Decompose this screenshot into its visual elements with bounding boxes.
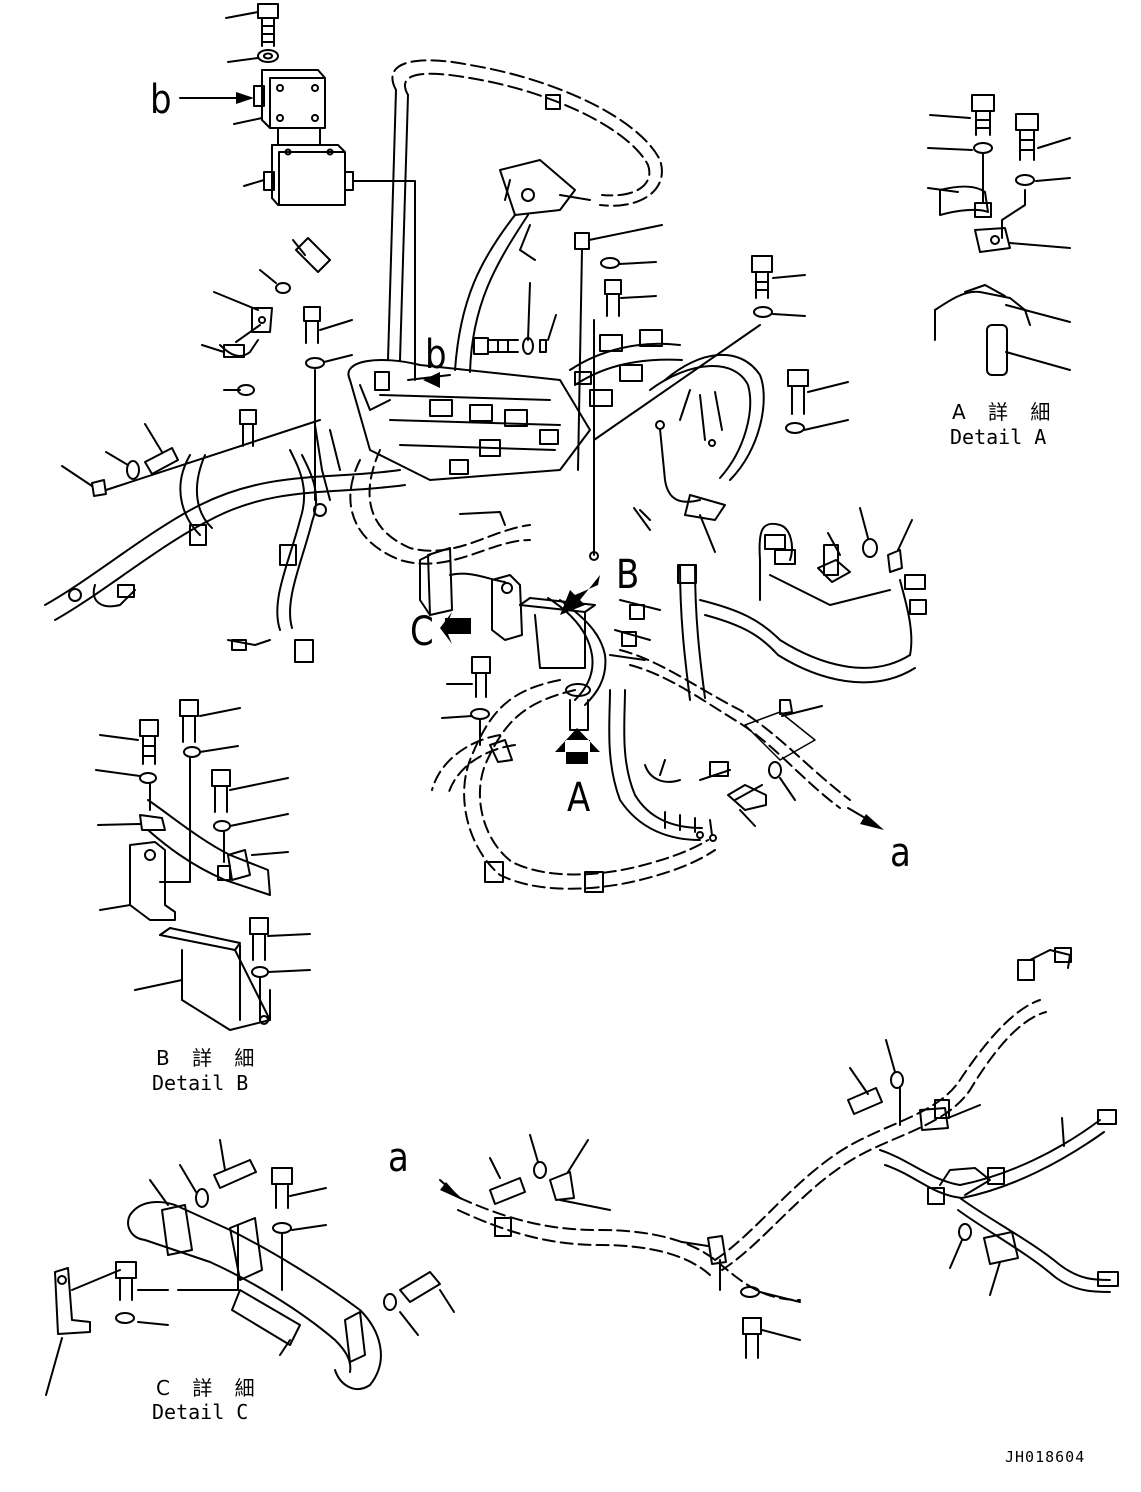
callout-b-top: b [150, 77, 172, 123]
main-harness [44, 59, 927, 893]
detail-a-title-en: Detail A [950, 425, 1047, 449]
detail-b-title-jp: B 詳 細 [156, 1046, 263, 1070]
detail-b-title-en: Detail B [152, 1071, 249, 1095]
callout-A: A [567, 775, 591, 821]
drawing-code: JH018604 [1005, 1448, 1086, 1466]
detail-b-drawing [95, 699, 311, 1031]
callout-a-bottom: a [388, 1135, 409, 1181]
callout-B: B [616, 552, 640, 598]
detail-c-drawing [45, 1139, 455, 1396]
callout-b-center: b [425, 332, 447, 378]
view-arrows [440, 575, 600, 764]
detail-a-title-jp: A 詳 細 [952, 400, 1059, 424]
detail-c-title-en: Detail C [152, 1400, 249, 1424]
rear-harness-drawing [439, 947, 1119, 1359]
fasteners [61, 224, 913, 827]
detail-a-drawing [927, 94, 1071, 376]
callout-C: C [410, 609, 434, 655]
controller-assembly [179, 3, 416, 381]
detail-c-title-jp: C 詳 細 [156, 1376, 263, 1400]
callout-a-right: a [890, 830, 911, 876]
